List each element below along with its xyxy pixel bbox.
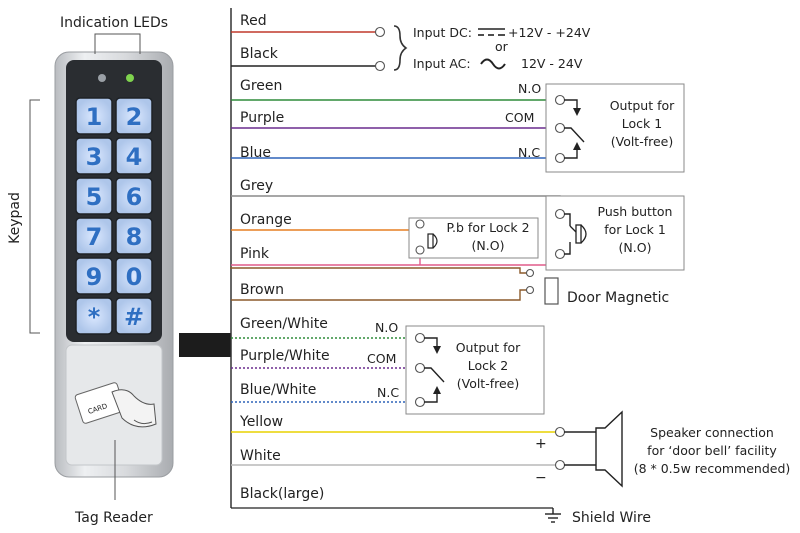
door-magnetic: Door Magnetic [525,268,669,306]
wire-label-group: RedBlackGreenPurpleBlueGreyOrangePinkBro… [239,13,330,502]
input-dc-label: Input DC: [413,25,472,40]
key-6[interactable]: 6 [115,177,153,215]
key-4[interactable]: 4 [115,137,153,175]
indication-leds-label: Indication LEDs [60,15,168,31]
pb-lock1-title-2: for Lock 1 [604,222,666,237]
door-magnetic-label: Door Magnetic [567,290,669,306]
key-label: 2 [126,103,143,131]
push-button-lock1: Push button for Lock 1 (N.O) [545,195,685,271]
lock2-no: N.O [375,320,398,335]
input-ac-label: Input AC: [413,56,471,71]
indication-leds-callout: Indication LEDs [60,15,168,54]
ac-symbol [480,58,506,70]
pb-lock1-title-1: Push button [598,204,673,219]
wire-label-yellow: Yellow [239,414,283,430]
lock1-nc: N.C [518,145,540,160]
wire-label-black: Black [240,46,279,62]
led-indicator [126,74,134,82]
key-label: 5 [86,183,103,211]
wire-label-green-white: Green/White [240,316,328,332]
key-1[interactable]: 1 [75,97,113,135]
shield-wire: Shield Wire [231,507,651,526]
pb-lock2-sub: (N.O) [472,238,505,253]
pb-lock2-title: P.b for Lock 2 [446,220,529,235]
speaker-plus: + [535,436,547,452]
lock1-com: COM [505,110,534,125]
key-star[interactable]: * [75,297,113,335]
speaker-title-2: for ‘door bell’ facility [647,443,777,458]
wire-label-pink: Pink [240,246,270,262]
key-7[interactable]: 7 [75,217,113,255]
lock2-title-1: Output for [456,340,521,355]
lock1-title-1: Output for [610,98,675,113]
or-label: or [495,39,509,54]
wire-grey [231,195,561,209]
dc-range: +12V - +24V [508,25,591,40]
key-label: 7 [86,223,103,251]
key-label: 8 [126,223,143,251]
dc-symbol [478,28,505,36]
key-2[interactable]: 2 [115,97,153,135]
wire-label-purple: Purple [240,110,284,126]
key-label: 3 [86,143,103,171]
key-label: * [88,303,101,331]
keypad-label: Keypad [7,192,23,244]
key-label: 6 [126,183,143,211]
key-label: # [124,303,144,331]
speaker-title-1: Speaker connection [650,425,774,440]
key-8[interactable]: 8 [115,217,153,255]
card-reader-icon: CARD [74,382,157,428]
pb-lock1-title-3: (N.O) [619,240,652,255]
wire-label-brown: Brown [240,282,284,298]
lock1-title-3: (Volt-free) [611,134,674,149]
key-label: 0 [126,263,143,291]
lock2-title-2: Lock 2 [468,358,508,373]
speaker-icon [595,410,623,488]
wire-label-purple-white: Purple/White [240,348,330,364]
speaker-title-3: (8 * 0.5w recommended) [634,461,791,476]
power-input: Input DC: +12V - +24V or Input AC: 12V -… [374,25,591,72]
key-3[interactable]: 3 [75,137,113,175]
wire-label-grey: Grey [240,178,273,194]
speaker-connection: + − Speaker connection for ‘door bell’ f… [535,410,791,488]
key-0[interactable]: 0 [115,257,153,295]
key-label: 1 [86,103,103,131]
lock2-output: N.O COM N.C Output for Lock 2 (Volt-free… [367,320,545,415]
key-label: 4 [126,143,143,171]
keypad-callout: Keypad [7,99,40,334]
lock2-com: COM [367,351,396,366]
speaker-minus: − [535,470,547,486]
cable-bundle [179,333,231,357]
key-hash[interactable]: # [115,297,153,335]
wire-label-red: Red [240,13,267,29]
led-indicator [98,74,106,82]
tag-reader-callout: Tag Reader [74,440,153,526]
key-9[interactable]: 9 [75,257,113,295]
wire-label-black-large: Black(large) [240,486,324,502]
wire-label-green: Green [240,78,282,94]
lock1-no: N.O [518,81,541,96]
lock2-title-3: (Volt-free) [457,376,520,391]
wire-brown [230,267,526,301]
push-button-lock2: P.b for Lock 2 (N.O) [408,217,539,259]
wire-label-orange: Orange [240,212,292,228]
key-5[interactable]: 5 [75,177,113,215]
tag-reader-label: Tag Reader [74,510,153,526]
ac-range: 12V - 24V [521,56,583,71]
wire-orange [231,228,421,231]
wire-label-blue: Blue [240,145,271,161]
key-label: 9 [86,263,103,291]
lock1-title-2: Lock 1 [622,116,662,131]
wire-label-white: White [240,448,281,464]
shield-wire-label: Shield Wire [572,510,651,526]
lock1-output: N.O COM N.C Output for Lock 1 (Volt-free… [505,81,685,173]
lock2-nc: N.C [377,385,399,400]
wire-label-blue-white: Blue/White [240,382,316,398]
